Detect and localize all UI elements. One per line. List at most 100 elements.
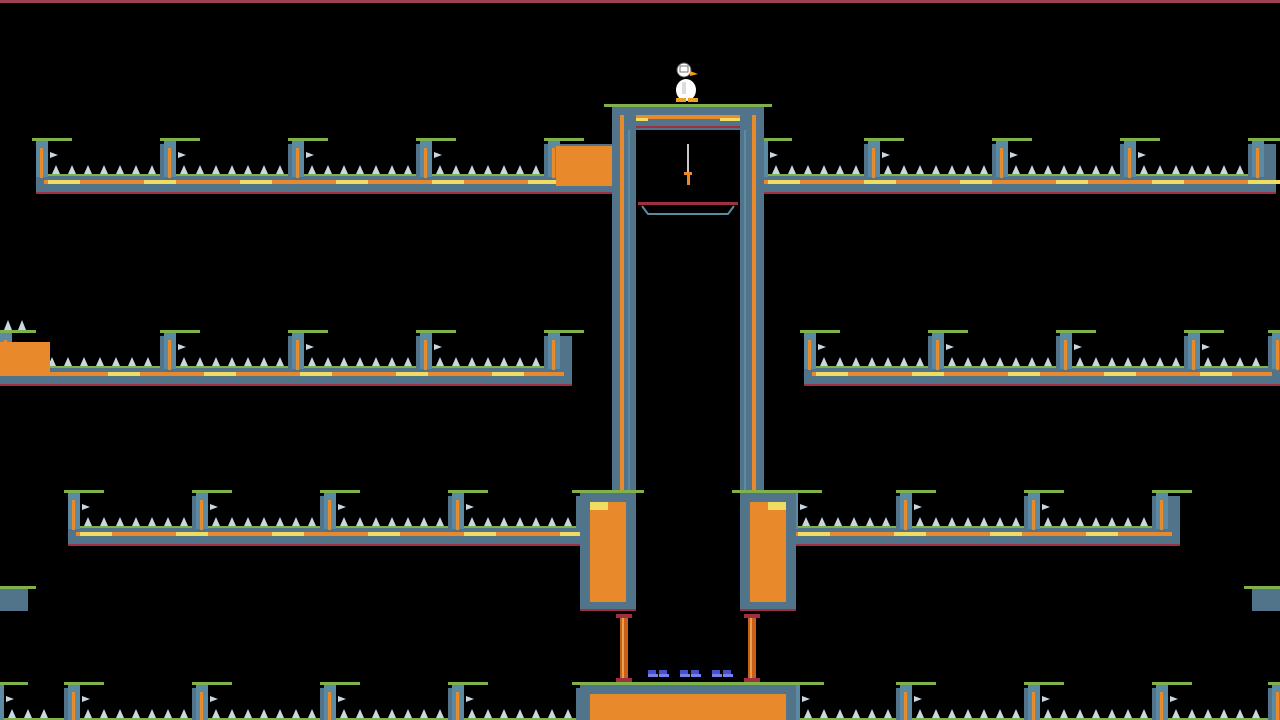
spike <box>356 517 364 526</box>
tower-base-left <box>572 490 644 611</box>
spike <box>850 517 858 526</box>
spike <box>180 709 188 718</box>
spike <box>820 357 828 366</box>
spike <box>404 517 412 526</box>
flag <box>434 152 442 158</box>
spike <box>452 357 460 366</box>
flag <box>800 504 808 510</box>
shoes-pickup[interactable] <box>712 670 733 677</box>
ledge-row-2-left <box>0 330 584 386</box>
spike <box>308 165 316 174</box>
spike <box>996 517 1004 526</box>
spike <box>80 357 88 366</box>
spike <box>916 165 924 174</box>
spike <box>820 165 828 174</box>
spike <box>948 517 956 526</box>
wooden-pillar <box>744 614 760 682</box>
spike <box>1220 709 1228 718</box>
ledge-row-2-right <box>800 330 1280 386</box>
shoes-pickup[interactable] <box>680 670 701 677</box>
spike <box>212 709 220 718</box>
spike <box>1092 709 1100 718</box>
flag <box>338 696 346 702</box>
spike <box>516 357 524 366</box>
spike <box>516 709 524 718</box>
spike <box>340 709 348 718</box>
spike <box>436 709 444 718</box>
spike <box>964 517 972 526</box>
shoes-pickup[interactable] <box>648 670 669 677</box>
spike <box>260 165 268 174</box>
spike <box>244 517 252 526</box>
ledge-row-4-left <box>0 682 616 720</box>
spike <box>1108 165 1116 174</box>
spike <box>1108 709 1116 718</box>
flag <box>882 152 890 158</box>
duck-player[interactable] <box>676 62 698 102</box>
spike <box>372 357 380 366</box>
spike <box>68 165 76 174</box>
grass-cap <box>0 586 36 589</box>
spike <box>980 709 988 718</box>
orange-block <box>0 342 50 376</box>
spike <box>8 709 16 718</box>
spike <box>836 709 844 718</box>
spike <box>882 517 890 526</box>
spike <box>836 357 844 366</box>
spike <box>1204 709 1212 718</box>
spike <box>834 517 842 526</box>
spike <box>1252 357 1260 366</box>
spike <box>148 709 156 718</box>
spike <box>100 517 108 526</box>
spike <box>420 709 428 718</box>
spike <box>372 517 380 526</box>
spike <box>1172 165 1180 174</box>
spike <box>964 357 972 366</box>
spike <box>308 517 316 526</box>
spike <box>84 165 92 174</box>
orange-block <box>556 146 612 186</box>
spike <box>436 357 444 366</box>
spike <box>276 517 284 526</box>
spike <box>1060 709 1068 718</box>
flag <box>50 152 58 158</box>
central-tower <box>604 104 772 490</box>
spike <box>84 709 92 718</box>
spike <box>308 709 316 718</box>
spike <box>1156 357 1164 366</box>
spike <box>980 517 988 526</box>
spike <box>112 357 120 366</box>
sword-pickup[interactable] <box>684 144 692 185</box>
spike <box>260 357 268 366</box>
spike <box>1140 357 1148 366</box>
spike <box>276 165 284 174</box>
spike <box>212 517 220 526</box>
spike <box>52 165 60 174</box>
spike <box>324 165 332 174</box>
spike <box>948 165 956 174</box>
flag <box>466 696 474 702</box>
spike <box>468 357 476 366</box>
spike <box>980 357 988 366</box>
flag <box>466 504 474 510</box>
spike <box>260 517 268 526</box>
spike <box>24 709 32 718</box>
spike <box>1236 709 1244 718</box>
spike <box>228 165 236 174</box>
spike <box>500 709 508 718</box>
spike <box>180 517 188 526</box>
spike <box>948 709 956 718</box>
spike <box>964 709 972 718</box>
spike <box>1012 357 1020 366</box>
spike <box>404 165 412 174</box>
spike <box>1124 357 1132 366</box>
flag <box>338 504 346 510</box>
flag <box>1042 504 1050 510</box>
ledge-row-3-left <box>64 490 616 546</box>
spike <box>324 357 332 366</box>
spike <box>100 709 108 718</box>
spike <box>484 165 492 174</box>
spike <box>148 517 156 526</box>
spike <box>1204 165 1212 174</box>
